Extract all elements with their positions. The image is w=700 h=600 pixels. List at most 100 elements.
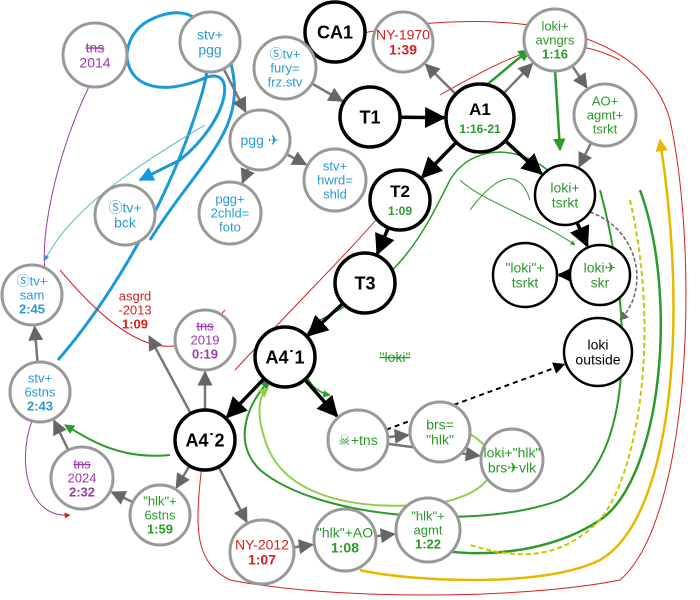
edge-stv-6stns-to-stv-sam: [28, 325, 44, 363]
node-label-stv-hwrd-1: hwrd=: [317, 173, 353, 188]
node-label-tns2019-0: tns: [196, 319, 214, 334]
node-circle-ao-agmt: [572, 82, 638, 148]
node-t2: T2 1:09: [368, 168, 432, 232]
node-label-stv-hwrd-0: stv+: [323, 159, 347, 174]
node-label-loki-avngrs-2: 1:16: [542, 47, 568, 62]
node-label-a1-0: A1: [469, 100, 491, 119]
grey-dashed-outside: [589, 211, 638, 321]
node-circle-skull-tns: [326, 408, 390, 472]
edge-hlk-6stns-to-tns2024: [110, 491, 134, 505]
blue-storyline-2: [148, 59, 236, 241]
node-label-stv-sam-0: Ⓢtv+: [17, 274, 48, 289]
node-label-stv-6stns-1: 6stns: [24, 385, 56, 400]
node-circle-ny1970: [371, 10, 435, 74]
node-label-q-loki-tsrkt-1: tsrkt: [512, 274, 539, 290]
node-label-loki-outside-0: loki: [587, 336, 608, 352]
node-label-pgg-2chld-2: foto: [219, 220, 241, 235]
node-circle-brs-hlk: [408, 400, 472, 464]
node-label-hlk-agmt-1: agmt: [414, 523, 443, 538]
node-circle-q-loki-tsrkt: [491, 241, 559, 309]
edge-a4-1-to-a4-2: [225, 377, 266, 419]
node-label-ao-agmt-0: AO+: [592, 94, 618, 109]
node-label-a1-1: 1:16-21: [459, 122, 501, 136]
node-circle-a4-2: [173, 408, 237, 472]
node-label-tns2024-2: 2:32: [69, 485, 95, 500]
node-label-hlk-agmt-0: "hlk"+: [411, 509, 444, 524]
node-label-t1-0: T1: [359, 107, 380, 127]
node-brs-hlk: brs="hlk": [408, 400, 472, 464]
node-label-stv-6stns-2: 2:43: [27, 399, 53, 414]
node-label-pgg-2chld-1: 2chld=: [211, 206, 250, 221]
node-label-hlk-6stns-1: 6stns: [144, 508, 176, 523]
node-loki-hlk-vlk: loki+"hlk"brs✈vlk: [479, 427, 545, 493]
node-label-loki-skr-1: skr: [591, 274, 610, 290]
node-label-stv-hwrd-2: shld: [323, 187, 347, 202]
node-label-stv-pgg-0: stv+: [197, 26, 223, 42]
node-circle-loki-tsrkt: [533, 163, 597, 227]
node-circle-tns2019: [173, 308, 237, 372]
green-to-skr: [459, 179, 576, 246]
node-label-t2-1: 1:09: [388, 204, 412, 218]
node-label-t2-0: T2: [390, 182, 410, 201]
edge-a1-to-ny1970: [424, 63, 457, 96]
node-label-loki-tsrkt-1: tsrkt: [552, 194, 579, 210]
node-label-asgrd2013-1: -2013: [118, 303, 151, 318]
node-circle-stv-bck: [93, 183, 157, 247]
edge-loki-tsrkt-to-loki-skr: [569, 221, 590, 248]
edge-loki-avngrs-to-ao-agmt: [571, 65, 588, 89]
node-a4-2: A4˙2: [173, 408, 237, 472]
node-label-asgrd2013-0: asgrd: [119, 289, 152, 304]
node-stv-hwrd: stv+hwrd=shld: [302, 147, 368, 213]
node-circle-stv-pgg: [178, 10, 242, 74]
node-circle-loki-skr: [568, 243, 632, 307]
node-label-hlk-ao-0: "hlk"+AO: [317, 524, 373, 540]
node-label-stv-fury-2: frz.stv: [268, 75, 303, 90]
node-circle-a1: [444, 82, 516, 154]
diagram-edges: [28, 36, 593, 555]
green-loop-1: [398, 189, 663, 555]
node-label-loki-hlk-vlk-1: brs✈vlk: [488, 459, 537, 475]
edge-hlk-ao-to-hlk-agmt: [375, 528, 396, 544]
green-arrow-down: [553, 69, 566, 152]
node-circle-t1: [338, 85, 402, 149]
node-label-stv-fury-0: Ⓢtv+: [270, 47, 301, 62]
node-label-loki-tsrkt-0: loki+: [550, 179, 579, 195]
node-loki-tsrkt: loki+tsrkt: [533, 163, 597, 227]
node-hlk-ao: "hlk"+AO1:08: [312, 507, 378, 573]
node-label-brs-hlk-0: brs=: [426, 416, 454, 432]
node-circle-loki-hlk-vlk: [479, 427, 545, 493]
node-circle-tns2014: [61, 21, 129, 89]
node-circle-stv-hwrd: [302, 147, 368, 213]
node-label-brs-hlk-1: "hlk": [426, 431, 454, 447]
node-circle-loki-avngrs: [522, 7, 588, 73]
node-circle-stv-fury: [252, 35, 318, 101]
blue-storyline: [56, 11, 227, 361]
node-label-pgg-2chld-0: pgg+: [215, 192, 244, 207]
node-label-loki-outside-1: outside: [575, 351, 620, 367]
node-q-loki: "loki": [380, 349, 411, 365]
node-t3: T3: [333, 251, 397, 315]
node-circle-stv-sam: [0, 263, 64, 327]
node-label-tns2019-2: 0:19: [192, 347, 218, 362]
node-label-skull-tns-0: ☠+tns: [338, 432, 377, 448]
node-loki-skr: loki✈skr: [568, 243, 632, 307]
edge-a4-2-to-hlk-6stns: [175, 465, 191, 489]
edge-tns2024-to-stv-6stns: [52, 419, 70, 451]
edge-pgg-plane-to-pgg-2chld: [240, 167, 255, 184]
node-q-loki-tsrkt: "loki"+tsrkt: [491, 241, 559, 309]
edge-t3-to-a4-1: [306, 302, 345, 337]
node-ao-agmt: AO+agmt+tsrkt: [572, 82, 638, 148]
node-label-stv-bck-0: Ⓢtv+: [108, 199, 141, 215]
edge-t2-to-t3: [375, 226, 395, 256]
node-label-stv-pgg-1: pgg: [198, 41, 221, 57]
node-label-loki-avngrs-1: avngrs: [535, 33, 575, 48]
node-label-hlk-ao-1: 1:08: [331, 539, 359, 555]
edge-ny2012-to-hlk-ao: [293, 539, 314, 555]
